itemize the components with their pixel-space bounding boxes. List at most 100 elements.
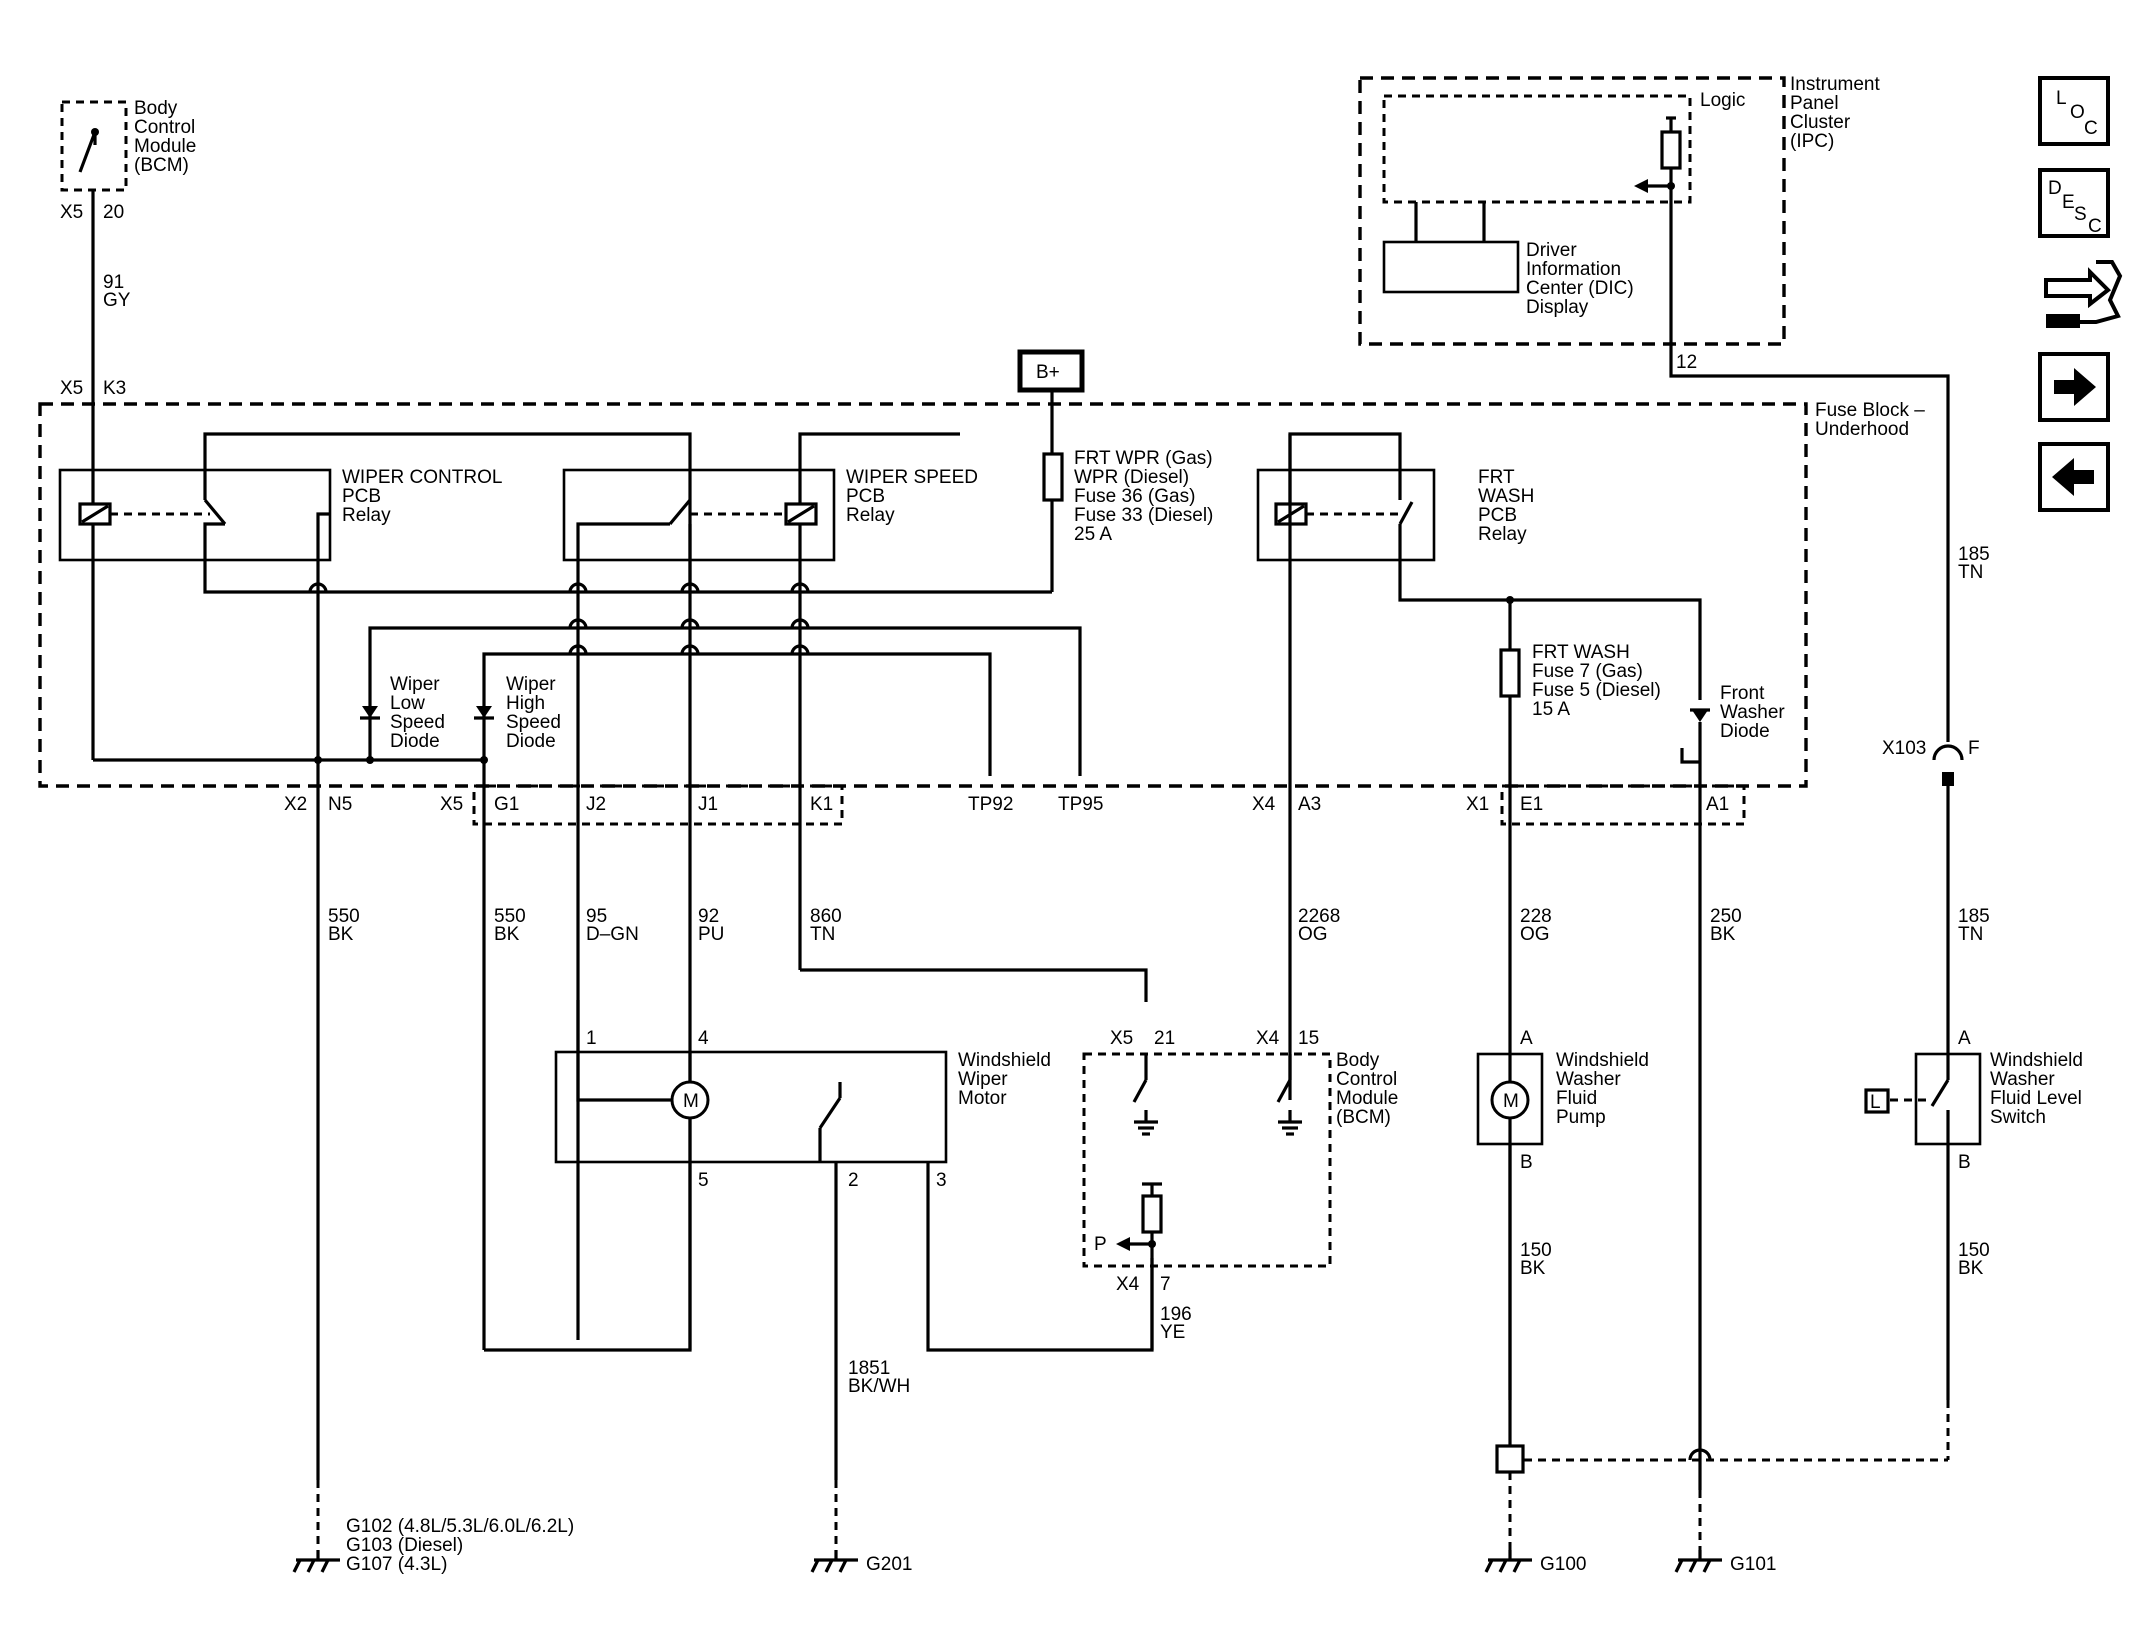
level-switch-pin-a: A [1958,1028,1971,1049]
washer-pump-pin-b: B [1520,1152,1533,1173]
g102-label-3: G107 (4.3L) [346,1554,447,1575]
ipc-component: Logic Instrument Panel Cluster (IPC) Dri… [1358,74,1880,364]
wiper-speed-relay: WIPER SPEED PCB Relay [562,467,978,562]
w2268-color: OG [1298,924,1328,945]
bcm-bottom-p15: 15 [1298,1028,1319,1049]
ipc-label-1: Instrument [1790,74,1880,95]
bcm-top-label-1: Body [134,98,178,119]
fuse-wash-label-3: Fuse 5 (Diesel) [1532,680,1661,701]
bcm-top-label-4: (BCM) [134,155,189,176]
w1851-color: BK/WH [848,1376,910,1397]
fuse-block-k3-conn: X5 [60,378,83,399]
fuse-wpr-label-5: 25 A [1074,524,1112,545]
fuse-wpr-label-3: Fuse 36 (Gas) [1074,486,1195,507]
fuse-wash-label-2: Fuse 7 (Gas) [1532,661,1643,682]
bcm-top-pin: 20 [103,202,124,223]
fuse-frt-wpr: FRT WPR (Gas) WPR (Diesel) Fuse 36 (Gas)… [1042,448,1213,592]
bcm-bottom-x5: X5 [1110,1028,1133,1049]
washer-pump-label-1: Windshield [1556,1050,1649,1071]
w92-color: PU [698,924,724,945]
w185b-circuit: 185 [1958,906,1990,927]
g201-label: G201 [866,1554,912,1575]
connector-row: X2 N5 X5 G1 J2 J1 K1 TP92 TP95 X4 A3 X1 … [284,784,1746,826]
wire-91-circuit: 91 [103,272,124,293]
bcm-bottom-label-3: Module [1336,1088,1398,1109]
washer-fluid-pump: M Windshield Washer Fluid Pump A B [1476,1028,1649,1173]
conn-x4: X4 [1252,794,1276,815]
fuse-block-label-1: Fuse Block – [1815,400,1925,421]
diode-low-label-2: Low [390,693,425,714]
frt-wash-relay: FRT WASH PCB Relay [1256,467,1534,562]
w185a-color: TN [1958,562,1983,583]
frt-wash-relay-label-2: WASH [1478,486,1534,507]
washer-pump-label-3: Fluid [1556,1088,1597,1109]
conn-j2: J2 [586,794,606,815]
wiper-control-relay-label-3: Relay [342,505,391,526]
conn-g1: G1 [494,794,519,815]
ipc-label-4: (IPC) [1790,131,1834,152]
w95-color: D–GN [586,924,639,945]
w92-circuit: 92 [698,906,719,927]
diode-high-label-4: Diode [506,731,556,752]
dic-label-3: Center (DIC) [1526,278,1634,299]
g102-label-1: G102 (4.8L/5.3L/6.0L/6.2L) [346,1516,574,1537]
level-switch-pin-b: B [1958,1152,1971,1173]
w150a-circuit: 150 [1520,1240,1552,1261]
description-button[interactable]: D E S C [2038,168,2110,238]
front-washer-diode: Front Washer Diode [1690,683,1785,742]
fuse-block-outline [38,402,1808,788]
battery-positive-label: B+ [1036,362,1060,383]
conn-tp92: TP92 [968,794,1013,815]
bcm-bottom-p: P [1094,1234,1107,1255]
washer-pump-label-2: Washer [1556,1069,1621,1090]
dic-label-1: Driver [1526,240,1577,261]
forward-arrow-icon[interactable] [2038,352,2110,422]
level-switch-label-2: Washer [1990,1069,2055,1090]
wiper-control-relay-label-1: WIPER CONTROL [342,467,502,488]
conn-tp95: TP95 [1058,794,1103,815]
washer-pump-label-4: Pump [1556,1107,1606,1128]
w185b-color: TN [1958,924,1983,945]
conn-j1: J1 [698,794,718,815]
wiper-motor-label-2: Wiper [958,1069,1008,1090]
level-switch-l: L [1870,1092,1881,1113]
w150a-color: BK [1520,1258,1546,1279]
ipc-label-2: Panel [1790,93,1839,114]
w250-color: BK [1710,924,1736,945]
diode-high-label-2: High [506,693,545,714]
w550a-circuit: 550 [328,906,360,927]
loc-letter-c: C [2084,118,2098,139]
wiper-speed-relay-label-3: Relay [846,505,895,526]
dic-label-4: Display [1526,297,1589,318]
fuse-block-k3-pin: K3 [103,378,126,399]
washer-pump-pin-a: A [1520,1028,1533,1049]
location-button[interactable]: L O C [2038,76,2110,146]
wire-91-color: GY [103,290,131,311]
back-arrow-icon[interactable] [2038,442,2110,512]
conn-x1: X1 [1466,794,1489,815]
frt-wash-relay-label-1: FRT [1478,467,1515,488]
wiper-control-relay-label-2: PCB [342,486,381,507]
ground-g100: G100 [1484,1550,1586,1575]
conn-x5: X5 [440,794,463,815]
front-washer-diode-label-2: Washer [1720,702,1785,723]
w150b-color: BK [1958,1258,1984,1279]
w95-circuit: 95 [586,906,607,927]
desc-letter-c: C [2088,216,2102,237]
w550b-circuit: 550 [494,906,526,927]
connector-end-view-icon[interactable] [2044,260,2123,328]
loc-letter-o: O [2070,102,2085,123]
diode-low-label-3: Speed [390,712,445,733]
ipc-label-3: Cluster [1790,112,1851,133]
desc-letter-e: E [2062,192,2075,213]
bcm-bottom-p21: 21 [1154,1028,1175,1049]
frt-wash-relay-label-3: PCB [1478,505,1517,526]
bcm-bottom-label-1: Body [1336,1050,1380,1071]
x103-conn: X103 [1882,738,1926,759]
level-switch-label-3: Fluid Level [1990,1088,2082,1109]
bcm-top-label-3: Module [134,136,196,157]
ground-g201: G201 [810,1550,912,1575]
bcm-bottom-component: Body Control Module (BCM) X5 21 X4 15 X4… [1082,1028,1398,1295]
wiper-motor-pin-5: 5 [698,1170,709,1191]
g100-label: G100 [1540,1554,1586,1575]
